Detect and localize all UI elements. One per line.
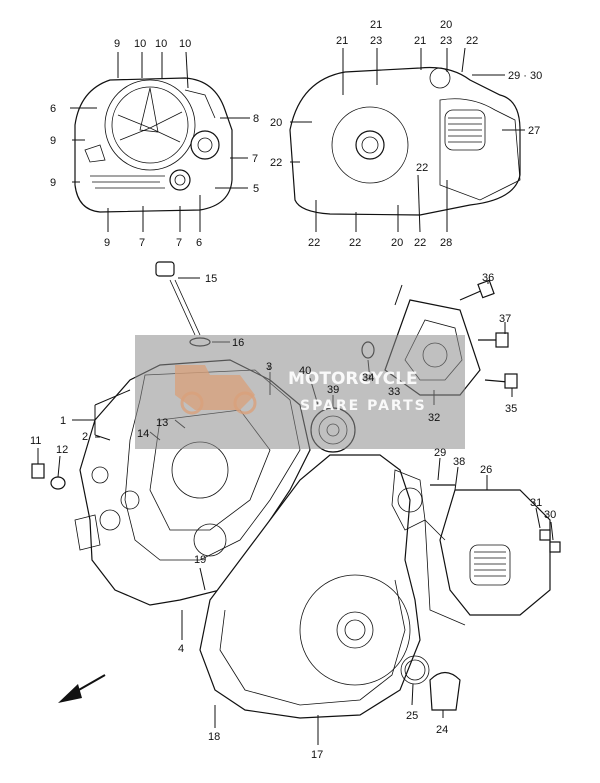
callout-7: 7	[176, 237, 182, 249]
callout-37: 37	[499, 313, 511, 325]
clutch-cover	[74, 77, 233, 213]
callout-36: 36	[482, 272, 494, 284]
callout-labels: 9 10 10 10 6 8 9 7 9 5 9 7 7 6 21 21 23 …	[30, 19, 556, 761]
callout-25: 25	[406, 710, 418, 722]
callout-28: 28	[440, 237, 452, 249]
callout-8: 8	[253, 113, 259, 125]
callout-29: 29	[434, 447, 446, 459]
callout-10: 10	[155, 38, 167, 50]
oil-filler-cap	[155, 261, 230, 347]
callout-22: 22	[270, 157, 282, 169]
callout-22: 22	[416, 162, 428, 174]
callout-7: 7	[252, 153, 258, 165]
callout-19: 19	[194, 554, 206, 566]
callout-20: 20	[440, 19, 452, 31]
callout-17: 17	[311, 749, 323, 761]
callout-21: 21	[414, 35, 426, 47]
watermark-line2: SPARE PARTS	[300, 398, 427, 414]
callout-27: 27	[528, 125, 540, 137]
callout-6: 6	[196, 237, 202, 249]
watermark-line1: MOTORCYCLE	[288, 369, 418, 389]
callout-3: 3	[266, 361, 272, 373]
right-crankcase-cover	[199, 454, 426, 719]
clutch-cover-leaders	[70, 51, 250, 232]
callout-9: 9	[114, 38, 120, 50]
callout-5: 5	[253, 183, 259, 195]
callout-15: 15	[205, 273, 217, 285]
magneto-cover-leaders	[290, 47, 525, 233]
plug-and-oring	[400, 655, 461, 718]
callout-35: 35	[505, 403, 517, 415]
front-direction-arrow-icon	[58, 674, 106, 703]
callout-11: 11	[30, 435, 41, 447]
callout-10: 10	[134, 38, 146, 50]
callout-24: 24	[436, 724, 448, 736]
callout-20: 20	[391, 237, 403, 249]
watermark: MOTORCYCLE SPARE PARTS	[135, 335, 465, 449]
callout-29-30: 29 · 30	[508, 70, 542, 82]
callout-16: 16	[232, 337, 244, 349]
drain-bolt	[31, 448, 66, 490]
callout-2: 2	[82, 431, 88, 443]
callout-7: 7	[139, 237, 145, 249]
callout-12: 12	[56, 444, 68, 456]
callout-4: 4	[178, 643, 184, 655]
callout-22: 22	[308, 237, 320, 249]
watermark-logo	[175, 365, 257, 415]
callout-6: 6	[50, 103, 56, 115]
callout-1: 1	[60, 415, 66, 427]
callout-14: 14	[137, 428, 149, 440]
callout-40: 40	[299, 365, 311, 377]
callout-18: 18	[208, 731, 220, 743]
callout-23: 23	[370, 35, 382, 47]
callout-32: 32	[428, 412, 440, 424]
callout-20: 20	[270, 117, 282, 129]
callout-22: 22	[414, 237, 426, 249]
callout-13: 13	[156, 417, 168, 429]
callout-34: 34	[362, 372, 374, 384]
bolts-right	[459, 279, 518, 397]
callout-31: 31	[530, 497, 542, 509]
callout-22: 22	[466, 35, 478, 47]
callout-33: 33	[388, 386, 400, 398]
callout-30: 30	[544, 509, 556, 521]
side-cover-right	[424, 457, 561, 626]
callout-22: 22	[349, 237, 361, 249]
callout-38: 38	[453, 456, 465, 468]
callout-10: 10	[179, 38, 191, 50]
callout-21: 21	[336, 35, 348, 47]
callout-21: 21	[370, 19, 382, 31]
callout-9: 9	[104, 237, 110, 249]
callout-26: 26	[480, 464, 492, 476]
callout-9: 9	[50, 177, 56, 189]
callout-23: 23	[440, 35, 452, 47]
magneto-cover	[289, 66, 521, 216]
callout-9: 9	[50, 135, 56, 147]
callout-39: 39	[327, 384, 339, 396]
